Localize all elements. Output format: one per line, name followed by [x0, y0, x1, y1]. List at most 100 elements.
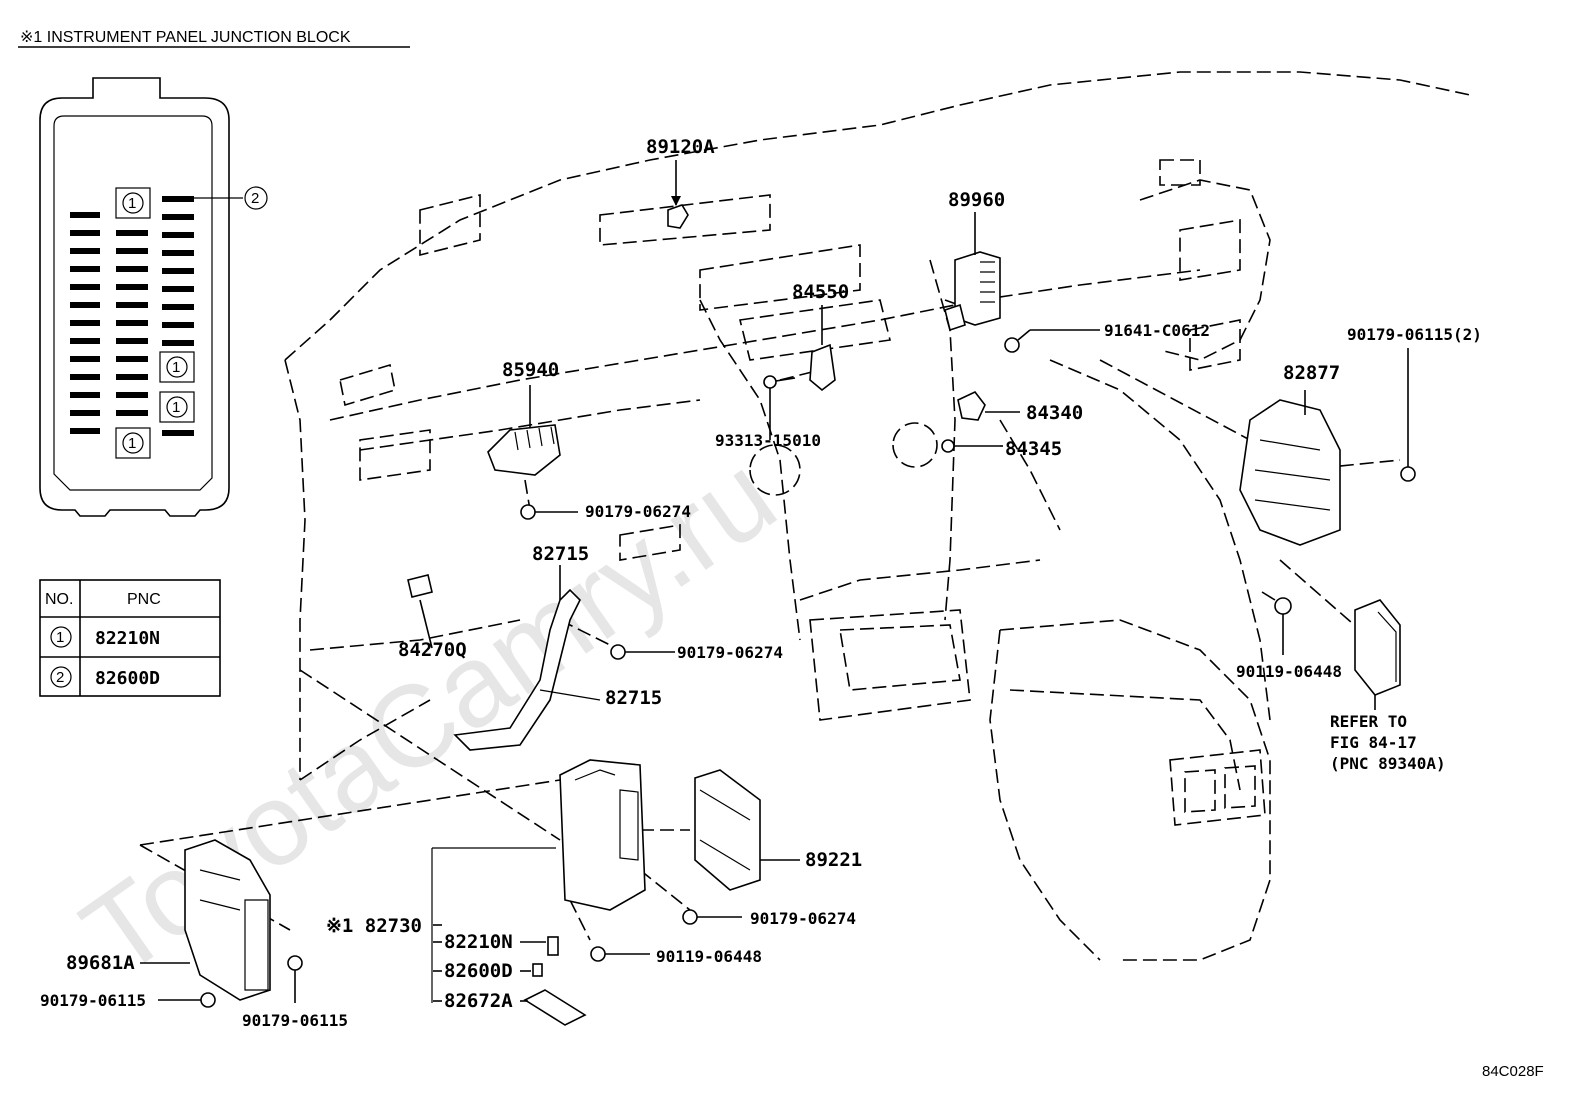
fuse-marker-1: 1 — [115, 427, 151, 459]
fuse-slot — [116, 230, 148, 236]
svg-text:1: 1 — [128, 195, 136, 212]
fuse-slot — [162, 340, 194, 346]
fuse-marker-2: 2 — [194, 186, 268, 210]
nut-90179-d — [158, 992, 216, 1008]
nut-90179-c — [682, 909, 742, 925]
label-90179-06115-2: 90179-06115(2) — [1347, 325, 1482, 344]
nut-90179-b — [610, 644, 675, 660]
nut-90179-e — [287, 955, 303, 1003]
ecu-89221 — [694, 769, 800, 891]
nut-90179-2 — [1400, 348, 1416, 482]
label-82877: 82877 — [1283, 362, 1340, 384]
bolt-90119-a — [1261, 591, 1292, 655]
label-90179-06115-d: 90179-06115 — [40, 991, 146, 1010]
label-90179-06274-c: 90179-06274 — [750, 909, 856, 928]
fuse-marker-1: 1 — [159, 391, 195, 423]
pnc-table: NO. PNC 1 82210N 2 82600D — [39, 579, 221, 697]
dashboard-outline — [139, 71, 1471, 961]
table-header-pnc: PNC — [127, 591, 161, 608]
fuse-slot — [116, 284, 148, 290]
fuse-marker-1: 1 — [115, 187, 151, 219]
bolt-91641 — [1004, 329, 1100, 353]
label-85940: 85940 — [502, 359, 559, 381]
label-89120A: 89120A — [646, 136, 715, 158]
table-header-no: NO. — [45, 591, 73, 608]
module-89340A — [1354, 599, 1401, 710]
clip-89120A — [667, 160, 689, 229]
fuse-slot — [70, 284, 100, 290]
fuse-slot — [116, 302, 148, 308]
fuse-slot — [70, 356, 100, 362]
bolt-93313 — [763, 375, 796, 440]
fuse-slot — [116, 410, 148, 416]
label-82715-b: 82715 — [605, 687, 662, 709]
module-89681A — [140, 839, 271, 1001]
ecu-82730 — [431, 759, 646, 1003]
table-row-no: 1 — [56, 629, 64, 646]
junction-block-drawing: 1 1 1 1 2 — [39, 77, 268, 517]
fuse-slot — [162, 304, 194, 310]
clip-85940-nut — [520, 504, 578, 520]
label-82715-a: 82715 — [532, 543, 589, 565]
diagram-code: 84C028F — [1482, 1063, 1544, 1080]
fuse-slot — [162, 286, 194, 292]
fuse-slot — [70, 248, 100, 254]
label-84340: 84340 — [1026, 402, 1083, 424]
fuse-slot — [162, 250, 194, 256]
svg-text:1: 1 — [128, 435, 136, 452]
fuse-slot — [70, 266, 100, 272]
label-82210N: 82210N — [444, 931, 513, 953]
label-89960: 89960 — [948, 189, 1005, 211]
label-90179-06115-e: 90179-06115 — [242, 1011, 348, 1030]
fuse-slot — [70, 338, 100, 344]
sensor-85940 — [487, 385, 561, 476]
fuse-slot — [162, 196, 194, 202]
svg-text:1: 1 — [172, 399, 180, 416]
fuse-slot — [70, 374, 100, 380]
fuse-slot — [162, 430, 194, 436]
svg-text:1: 1 — [172, 359, 180, 376]
label-82672A: 82672A — [444, 990, 513, 1012]
label-refer-fig: FIG 84-17 — [1330, 733, 1417, 752]
diagram-title: ※1 INSTRUMENT PANEL JUNCTION BLOCK — [20, 29, 351, 46]
fuse-slot — [70, 410, 100, 416]
sensor-84550 — [809, 305, 836, 392]
label-refer-pnc: (PNC 89340A) — [1330, 754, 1446, 773]
label-84345: 84345 — [1005, 438, 1062, 460]
fuse-slot — [116, 338, 148, 344]
leader-lines — [419, 445, 1003, 1002]
fuse-82600D — [520, 963, 543, 977]
label-89221: 89221 — [805, 849, 862, 871]
bracket-82877 — [1239, 390, 1341, 546]
fuse-slot — [116, 392, 148, 398]
bolt-90119-b — [590, 946, 650, 962]
relay-84270Q — [407, 574, 433, 598]
fuse-slot — [162, 322, 194, 328]
label-89681A: 89681A — [66, 952, 135, 974]
fuse-slot — [70, 212, 100, 218]
switch-84340 — [941, 391, 1020, 453]
label-82730: ※1 82730 — [326, 915, 422, 937]
label-90119-06448-a: 90119-06448 — [1236, 662, 1342, 681]
module-89960 — [944, 212, 1001, 332]
fuse-slot — [162, 214, 194, 220]
fuse-slot — [116, 320, 148, 326]
label-84550: 84550 — [792, 281, 849, 303]
fuse-slot — [116, 356, 148, 362]
fuse-slot — [70, 230, 100, 236]
fuse-slot — [116, 374, 148, 380]
fuse-slot — [70, 392, 100, 398]
svg-text:2: 2 — [251, 190, 259, 207]
cover-82672A — [520, 989, 587, 1026]
label-82600D: 82600D — [444, 960, 513, 982]
fuse-slot — [70, 320, 100, 326]
fuse-slot — [162, 232, 194, 238]
table-row-no: 2 — [56, 669, 64, 686]
label-90119-06448-b: 90119-06448 — [656, 947, 762, 966]
fuse-marker-1: 1 — [159, 351, 195, 383]
fuse-slot — [116, 266, 148, 272]
label-91641-C0612: 91641-C0612 — [1104, 321, 1210, 340]
fuse-slot — [70, 302, 100, 308]
fuse-82210N — [520, 936, 559, 956]
